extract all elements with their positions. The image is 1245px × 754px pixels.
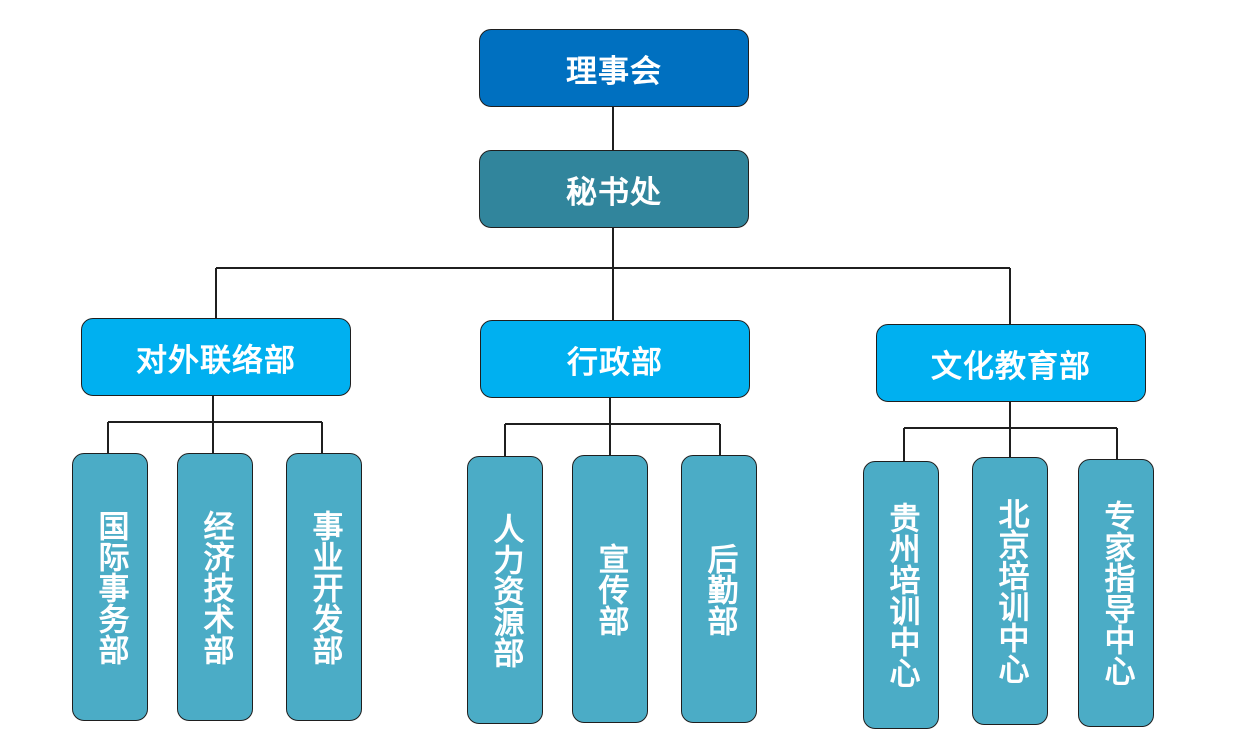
unit-label: 宣传部 bbox=[592, 542, 629, 636]
unit-box: 经济技术部 bbox=[177, 453, 253, 721]
unit-label: 事业开发部 bbox=[306, 509, 343, 665]
department-label: 文化教育部 bbox=[931, 348, 1091, 385]
unit-label: 北京培训中心 bbox=[992, 498, 1029, 684]
unit-label: 人力资源部 bbox=[487, 512, 524, 668]
department-label: 行政部 bbox=[567, 344, 663, 381]
culture-education-dept-box: 文化教育部 bbox=[876, 324, 1146, 402]
unit-box: 宣传部 bbox=[572, 455, 648, 723]
administration-dept-box: 行政部 bbox=[480, 320, 750, 398]
unit-box: 专家指导中心 bbox=[1078, 459, 1154, 727]
unit-box: 后勤部 bbox=[681, 455, 757, 723]
unit-box: 贵州培训中心 bbox=[863, 461, 939, 729]
unit-label: 国际事务部 bbox=[92, 509, 129, 665]
unit-label: 经济技术部 bbox=[197, 509, 234, 665]
unit-label: 后勤部 bbox=[701, 542, 738, 636]
board-of-directors-box: 理事会 bbox=[479, 29, 749, 107]
external-liaison-dept-box: 对外联络部 bbox=[81, 318, 351, 396]
board-of-directors-label: 理事会 bbox=[566, 53, 662, 90]
secretariat-label: 秘书处 bbox=[566, 174, 662, 211]
unit-box: 事业开发部 bbox=[286, 453, 362, 721]
unit-box: 北京培训中心 bbox=[972, 457, 1048, 725]
department-label: 对外联络部 bbox=[136, 342, 296, 379]
unit-box: 国际事务部 bbox=[72, 453, 148, 721]
unit-label: 贵州培训中心 bbox=[883, 502, 920, 688]
unit-box: 人力资源部 bbox=[467, 456, 543, 724]
secretariat-box: 秘书处 bbox=[479, 150, 749, 228]
unit-label: 专家指导中心 bbox=[1098, 500, 1135, 686]
